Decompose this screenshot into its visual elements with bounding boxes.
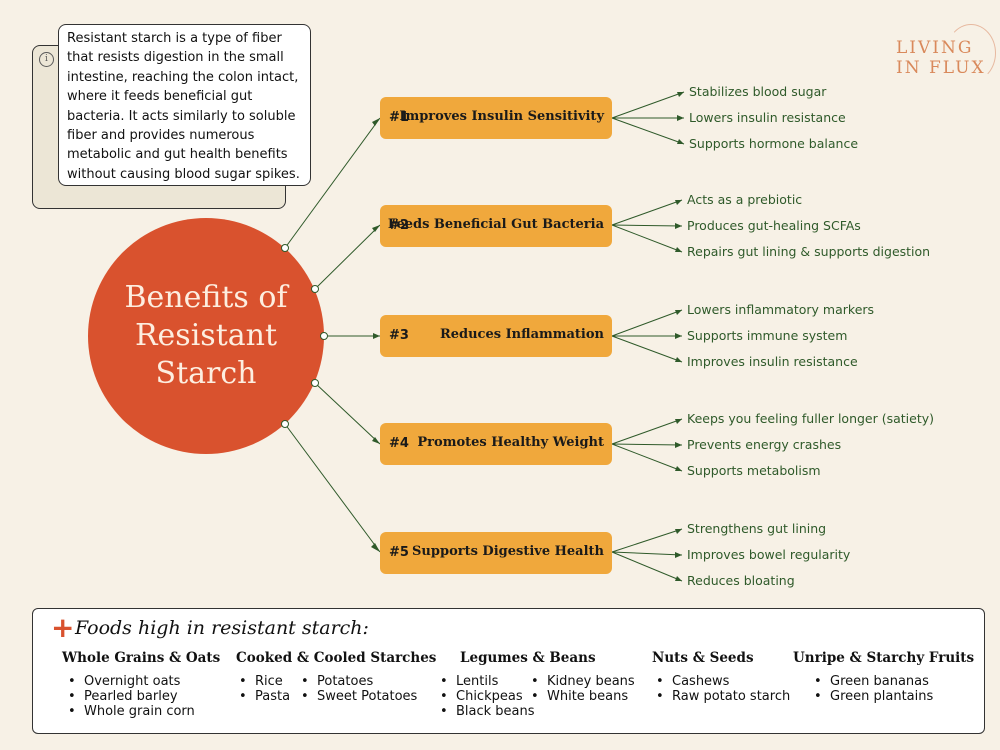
logo-ring (946, 24, 996, 82)
benefit-1-item-3: Supports hormone balance (689, 136, 859, 151)
benefit-number: #5 (389, 545, 409, 560)
benefit-2-item-3: Repairs gut lining & supports digestion (687, 244, 931, 259)
connector-1 (284, 117, 381, 249)
food-item: White beans (531, 689, 628, 704)
benefit-box-4: #4 Promotes Healthy Weight (380, 423, 612, 465)
center-circle: Benefits of Resistant Starch (88, 218, 324, 454)
benefit-3-item-2: Supports immune system (687, 328, 848, 343)
intro-note: Resistant starch is a type of fiber that… (58, 24, 311, 186)
food-item: Sweet Potatoes (301, 689, 417, 704)
food-category-title: Nuts & Seeds (652, 650, 754, 666)
benefit-label: Promotes Healthy Weight (417, 435, 604, 450)
benefit-box-1: #1 Improves Insulin Sensitivity (380, 97, 612, 139)
benefit-number: #4 (389, 436, 409, 451)
food-category-title: Unripe & Starchy Fruits (793, 650, 975, 666)
benefit-2-item-2: Produces gut-healing SCFAs (687, 218, 861, 233)
benefit-number: #2 (389, 218, 409, 233)
logo-line-1: LIVING (896, 38, 974, 58)
benefit-2-item-1: Acts as a prebiotic (687, 192, 803, 207)
food-item: Whole grain corn (68, 704, 195, 719)
food-item: Lentils (440, 674, 498, 689)
benefit-label: Improves Insulin Sensitivity (399, 109, 604, 124)
center-title: Benefits of Resistant Starch (124, 280, 288, 391)
food-item: Overnight oats (68, 674, 180, 689)
benefit-1-item-1: Stabilizes blood sugar (689, 84, 827, 99)
benefit-4-item-3: Supports metabolism (687, 463, 821, 478)
benefit-label: Reduces Inflammation (439, 327, 604, 342)
connector-2 (314, 224, 381, 290)
benefit-4-item-1: Keeps you feeling fuller longer (satiety… (687, 411, 935, 426)
food-item: Pasta (239, 689, 290, 704)
food-item: Pearled barley (68, 689, 177, 704)
benefit-1-item-2: Lowers insulin resistance (689, 110, 846, 125)
food-item: Chickpeas (440, 689, 522, 704)
benefit-number: #3 (389, 328, 409, 343)
food-category-title: Legumes & Beans (460, 650, 596, 666)
food-category-title: Whole Grains & Oats (62, 650, 221, 666)
food-item: Black beans (440, 704, 534, 719)
food-category-title: Cooked & Cooled Starches (236, 650, 437, 666)
benefit-5-item-2: Improves bowel regularity (687, 547, 851, 562)
food-item: Green plantains (814, 689, 933, 704)
food-item: Potatoes (301, 674, 373, 689)
benefit-3-item-1: Lowers inflammatory markers (687, 302, 875, 317)
food-item: Rice (239, 674, 283, 689)
benefit-box-5: #5 Supports Digestive Health (380, 532, 612, 574)
connector-4 (314, 382, 381, 445)
connector-5 (284, 423, 381, 553)
benefit-4-item-2: Prevents energy crashes (687, 437, 842, 452)
food-item: Green bananas (814, 674, 929, 689)
benefit-5-item-1: Strengthens gut lining (687, 521, 827, 536)
food-item: Cashews (656, 674, 730, 689)
logo-line-2: IN FLUX (896, 58, 986, 78)
benefit-number: #1 (389, 110, 409, 125)
food-item: Kidney beans (531, 674, 635, 689)
benefit-box-2: #2 Feeds Beneficial Gut Bacteria (380, 205, 612, 247)
benefit-3-item-3: Improves insulin resistance (687, 354, 858, 369)
benefit-label: Feeds Beneficial Gut Bacteria (387, 217, 604, 232)
benefit-5-item-3: Reduces bloating (687, 573, 795, 588)
intro-text: Resistant starch is a type of fiber that… (67, 31, 300, 182)
foods-panel: + Foods high in resistant starch: Whole … (32, 608, 985, 734)
benefit-box-3: #3 Reduces Inflammation (380, 315, 612, 357)
plus-icon: + (51, 611, 75, 644)
food-item: Raw potato starch (656, 689, 790, 704)
benefit-label: Supports Digestive Health (412, 544, 604, 559)
info-icon: i (39, 52, 54, 67)
foods-title: Foods high in resistant starch: (75, 617, 369, 639)
living-in-flux-logo: LIVING IN FLUX (886, 22, 996, 90)
